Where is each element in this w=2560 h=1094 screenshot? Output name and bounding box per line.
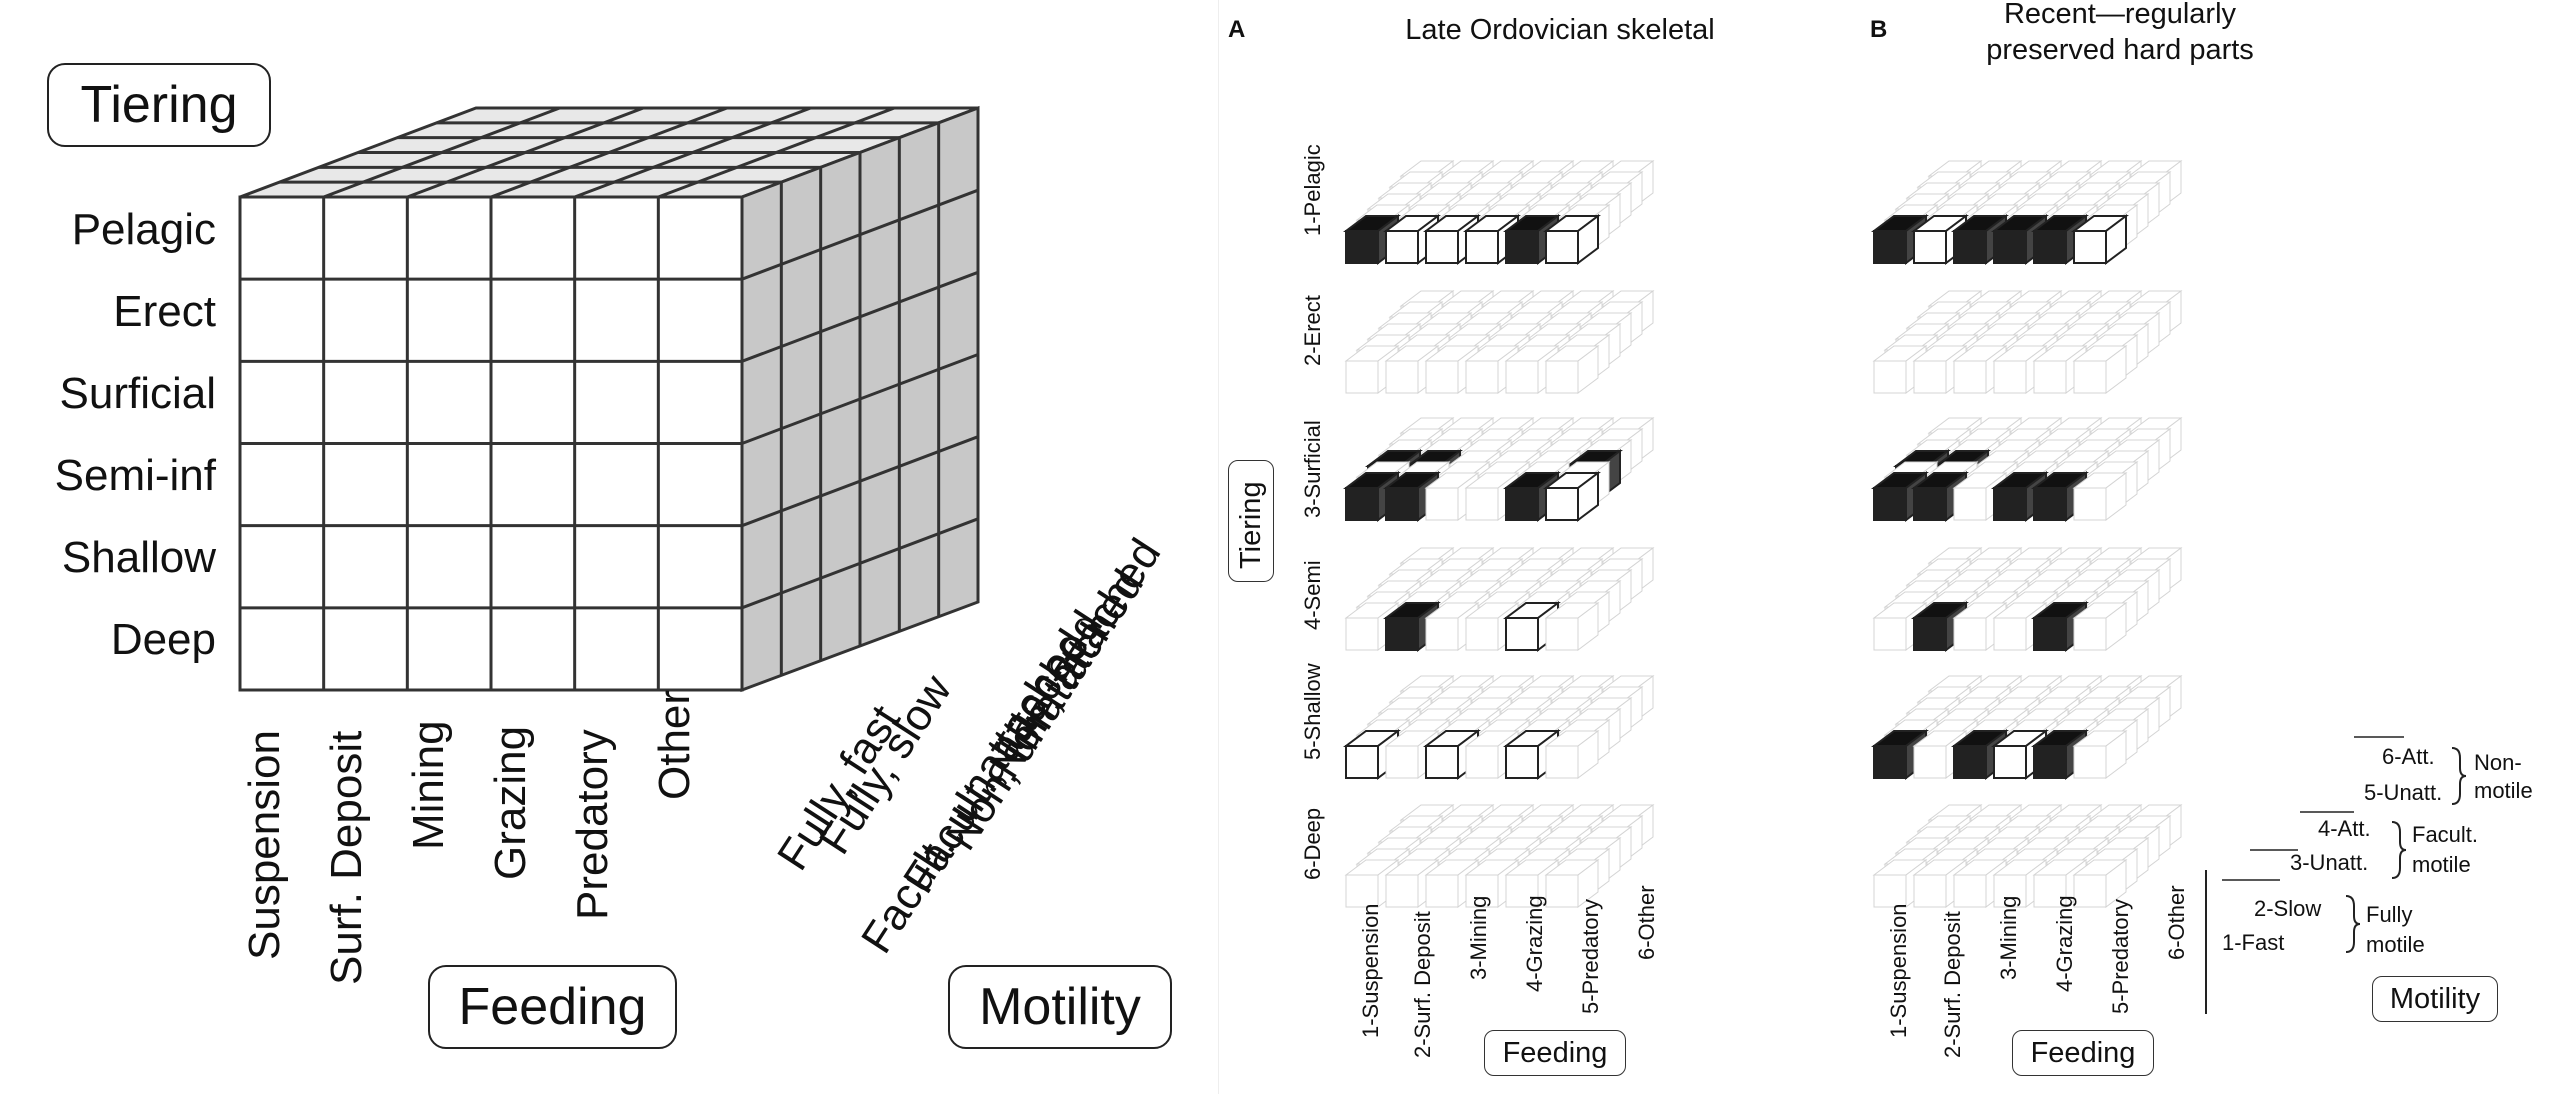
cube (1544, 730, 1600, 779)
feeding-label-box: Feeding (428, 965, 677, 1049)
cube (1544, 602, 1600, 651)
panel-a-feeding-label: Feeding (1502, 1037, 1608, 1069)
tier-label-erect: Erect (113, 287, 216, 336)
cube (2072, 602, 2128, 651)
cube (1544, 859, 1600, 908)
panel-b-feeding-box: Feeding (2012, 1030, 2154, 1076)
mot-fully-2: motile (2366, 932, 2425, 957)
mot-non-2: motile (2474, 778, 2533, 803)
cube (1543, 214, 1601, 265)
tiering-label-box: Tiering (47, 63, 271, 147)
divider-line (1218, 0, 1219, 1094)
cube (1543, 471, 1601, 522)
motility-label-box: Motility (948, 965, 1172, 1049)
mot-6-att: 6-Att. (2382, 744, 2435, 769)
tier-label-deep: Deep (110, 615, 216, 664)
mot-4-att: 4-Att. (2318, 816, 2371, 841)
cube (1544, 345, 1600, 394)
cube (1991, 214, 2049, 265)
tier-label-pelagic: Pelagic (71, 205, 216, 254)
cube-grid (238, 105, 980, 693)
mot-3-unatt: 3-Unatt. (2290, 850, 2369, 875)
panel-b-title-line2: preserved hard parts (1986, 34, 2254, 66)
panel-a-feeding-box: Feeding (1484, 1030, 1626, 1076)
cube (2072, 472, 2128, 521)
motility-label: Motility (979, 978, 1141, 1036)
cube (2072, 345, 2128, 394)
mot-fully-1: Fully (2366, 902, 2413, 927)
mot-non-1: Non- (2474, 750, 2522, 775)
mot-facult-1: Facult. (2412, 822, 2479, 847)
tier-label-shallow: Shallow (61, 533, 216, 582)
panel-a-letter: A (1228, 16, 1246, 43)
feeding-label: Feeding (458, 978, 647, 1036)
cube (2072, 859, 2128, 908)
panel-b-title-line1: Recent—regularly (2003, 0, 2237, 30)
mot-facult-2: motile (2412, 852, 2471, 877)
panel-a-title: Late Ordovician skeletal (1405, 14, 1715, 46)
cube (2072, 730, 2128, 779)
mot-1-fast: 1-Fast (2222, 930, 2285, 955)
mot-5-unatt: 5-Unatt. (2364, 780, 2443, 805)
panel-b-letter: B (1870, 16, 1888, 43)
mot-2-slow: 2-Slow (2254, 896, 2322, 921)
tiering-label: Tiering (80, 76, 238, 134)
panel-b-motility-box: Motility (2372, 976, 2498, 1022)
cube (2071, 214, 2129, 265)
panel-b-feeding-label: Feeding (2030, 1037, 2136, 1069)
panel-a-tiering-box: Tiering (1228, 460, 1274, 582)
tier-label-surficial: Surficial (59, 369, 217, 418)
panel-b-motility-label: Motility (2389, 983, 2481, 1015)
tier-label-semi-inf: Semi-inf (54, 451, 216, 500)
